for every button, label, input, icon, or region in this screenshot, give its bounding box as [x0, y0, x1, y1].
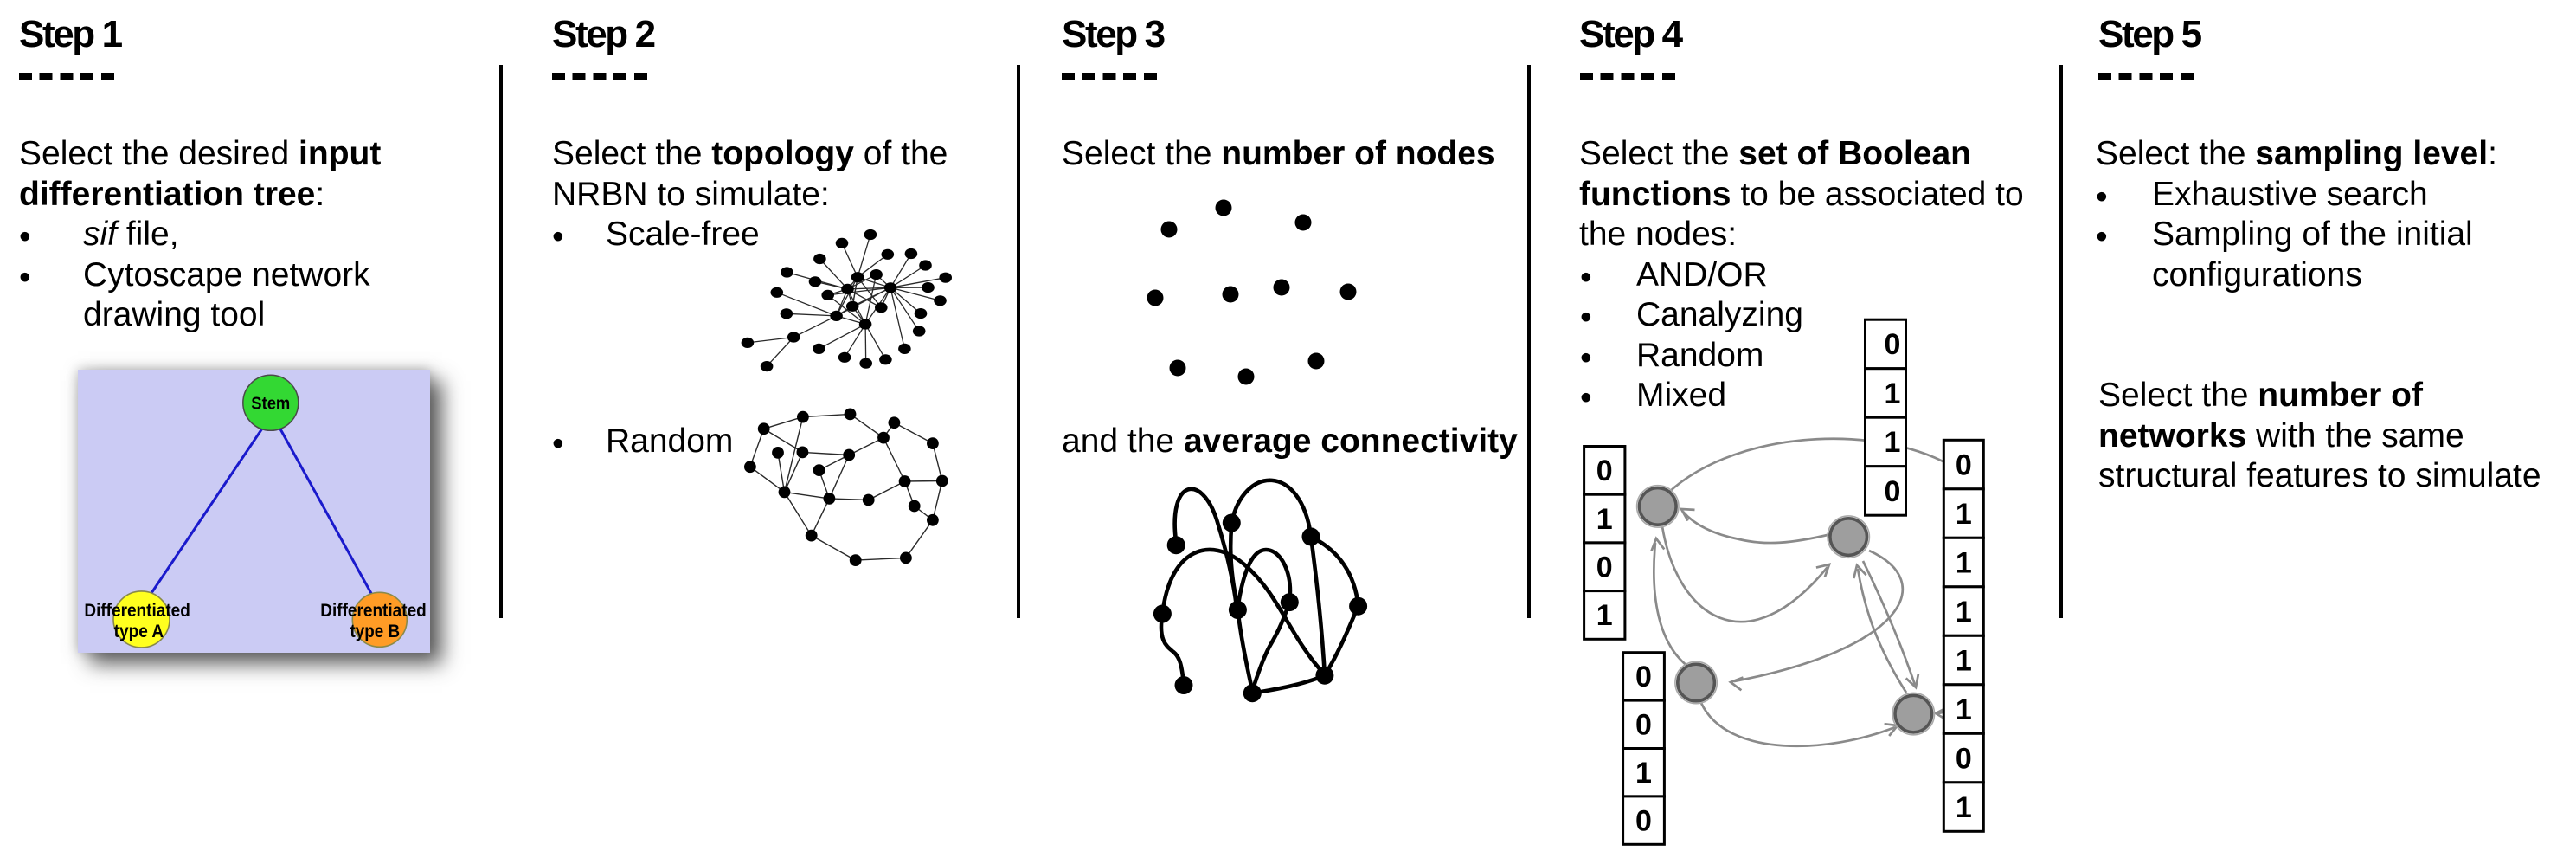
svg-text:1: 1: [1635, 757, 1652, 790]
svg-text:1: 1: [1956, 498, 1972, 531]
svg-text:0: 0: [1956, 448, 1972, 481]
svg-text:1: 1: [1596, 599, 1613, 632]
svg-text:1: 1: [1956, 693, 1972, 726]
svg-text:1: 1: [1885, 426, 1901, 459]
svg-text:Stem: Stem: [251, 394, 290, 414]
svg-text:1: 1: [1956, 791, 1972, 824]
svg-text:type B: type B: [350, 621, 401, 641]
svg-text:Differentiated: Differentiated: [320, 600, 427, 621]
svg-text:1: 1: [1885, 377, 1901, 410]
svg-text:0: 0: [1596, 455, 1613, 487]
svg-text:0: 0: [1885, 475, 1901, 508]
svg-text:0: 0: [1956, 742, 1972, 775]
svg-text:1: 1: [1596, 503, 1613, 536]
svg-text:1: 1: [1956, 546, 1972, 579]
svg-text:type A: type A: [114, 621, 164, 641]
svg-text:Differentiated: Differentiated: [84, 600, 190, 621]
svg-text:1: 1: [1956, 596, 1972, 629]
svg-text:1: 1: [1956, 644, 1972, 677]
svg-text:0: 0: [1596, 551, 1613, 584]
svg-text:0: 0: [1635, 804, 1652, 837]
svg-text:0: 0: [1635, 709, 1652, 742]
svg-text:0: 0: [1635, 661, 1652, 693]
svg-text:0: 0: [1885, 328, 1901, 361]
